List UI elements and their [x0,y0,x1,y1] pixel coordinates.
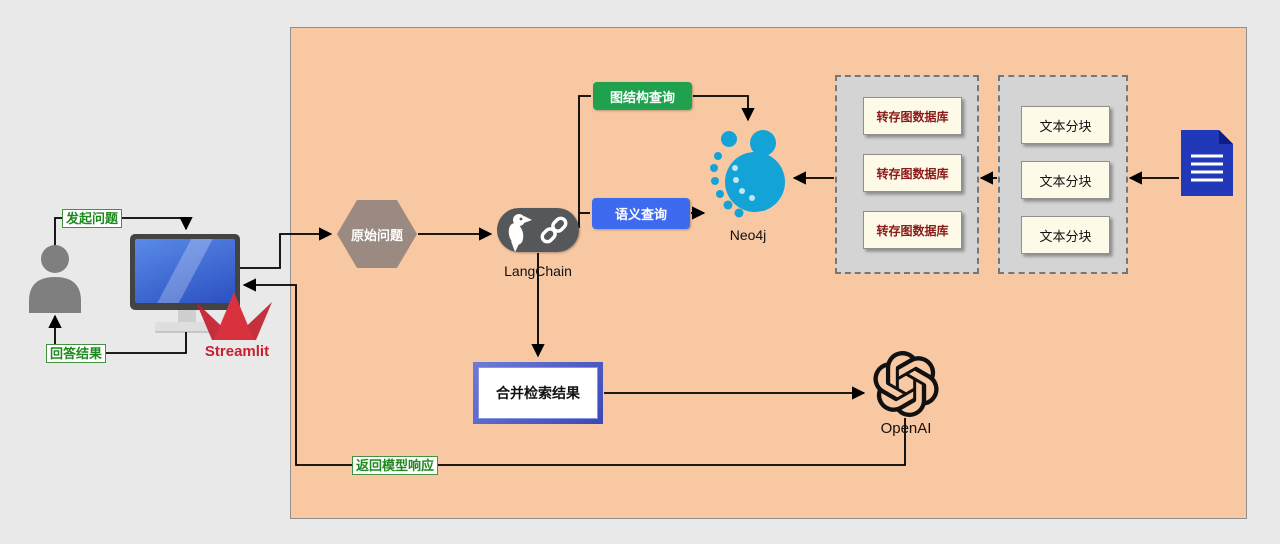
chain-link-icon [540,216,568,244]
model-response-label: 返回模型响应 [352,456,439,475]
text-chunk-box: 文本分块 [1021,216,1110,254]
dump-db-group: 转存图数据库 转存图数据库 转存图数据库 [835,75,979,274]
langchain-label: LangChain [504,263,572,279]
user-icon [29,245,81,313]
semantic-query-text: 语义查询 [614,207,667,222]
text-chunk-box: 文本分块 [1021,106,1110,144]
streamlit-logo [196,292,272,340]
text-chunk-box: 文本分块 [1021,161,1110,199]
dump-db-box: 转存图数据库 [863,97,962,135]
neo4j-label: Neo4j [729,227,767,243]
text-chunk-group: 文本分块 文本分块 文本分块 [998,75,1128,274]
document-icon [1181,130,1233,196]
original-question-node: 原始问题 [337,200,417,268]
graph-query-text: 图结构查询 [609,89,675,105]
streamlit-label: Streamlit [204,343,270,360]
merge-results-node: 合并检索结果 [473,362,603,424]
openai-logo [873,351,939,417]
merge-results-text: 合并检索结果 [478,367,598,419]
neo4j-graph-icon [710,130,785,218]
semantic-query-node: 语义查询 [592,198,690,229]
openai-label: OpenAI [880,420,932,437]
answer-result-label: 回答结果 [46,344,107,363]
ask-question-label: 发起问题 [62,209,123,228]
dump-db-box: 转存图数据库 [863,211,962,249]
monitor-screen [135,239,235,303]
dump-db-box: 转存图数据库 [863,154,962,192]
parrot-icon [508,214,532,252]
langchain-badge-icons [508,214,568,252]
original-question-text: 原始问题 [350,227,403,243]
graph-structure-query-node: 图结构查询 [593,82,692,110]
langchain-node [497,208,579,252]
